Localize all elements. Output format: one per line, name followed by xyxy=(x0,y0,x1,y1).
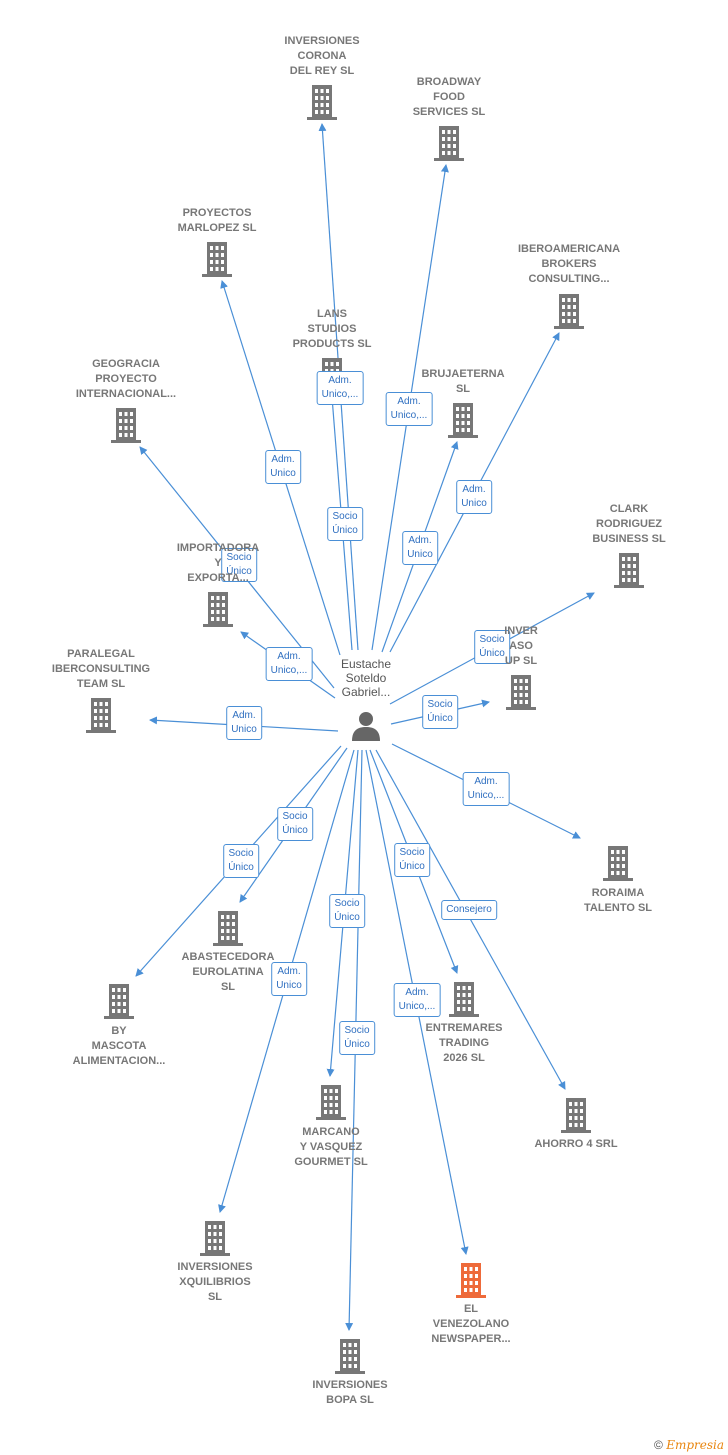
edge-role-label[interactable]: Adm. Unico xyxy=(226,706,262,740)
footer-credit: © Empresia xyxy=(654,1438,724,1452)
building-icon[interactable] xyxy=(434,126,464,161)
building-icon[interactable] xyxy=(200,1221,230,1256)
building-icon[interactable] xyxy=(86,698,116,733)
copyright-symbol: © xyxy=(654,1438,663,1452)
edge-role-label[interactable]: Socio Único xyxy=(327,507,363,541)
brand-logo: Empresia xyxy=(666,1438,724,1452)
company-name[interactable]: INVERSIONES BOPA SL xyxy=(312,1379,388,1406)
company-name[interactable]: RORAIMA TALENTO SL xyxy=(583,887,653,914)
edge-role-label[interactable]: Socio Único xyxy=(221,548,257,582)
building-icon[interactable] xyxy=(448,403,478,438)
building-icon[interactable] xyxy=(202,242,232,277)
person-icon[interactable] xyxy=(352,712,380,741)
company-name[interactable]: CLARK RODRIGUEZ BUSINESS SL xyxy=(592,503,666,545)
building-icon[interactable] xyxy=(111,408,141,443)
edge-role-label[interactable]: Adm. Unico xyxy=(456,480,492,514)
company-name[interactable]: IMPORTADORA Y EXPORTA... xyxy=(176,542,260,584)
company-name[interactable]: GEOGRACIA PROYECTO INTERNACIONAL... xyxy=(75,358,177,400)
company-name[interactable]: PROYECTOS MARLOPEZ SL xyxy=(177,207,257,234)
company-name[interactable]: AHORRO 4 SRL xyxy=(534,1138,618,1150)
edge-role-label[interactable]: Socio Único xyxy=(329,894,365,928)
edge-role-label[interactable]: Socio Único xyxy=(339,1021,375,1055)
building-icon[interactable] xyxy=(561,1098,591,1133)
company-name[interactable]: INVERSIONES CORONA DEL REY SL xyxy=(284,35,360,77)
edge-role-label[interactable]: Socio Único xyxy=(223,844,259,878)
edge-role-label[interactable]: Adm. Unico xyxy=(402,531,438,565)
edge-role-label[interactable]: Socio Único xyxy=(422,695,458,729)
company-name[interactable]: PARALEGAL IBERCONSULTING TEAM SL xyxy=(51,648,151,690)
person-name[interactable]: Eustache Soteldo Gabriel... xyxy=(340,657,392,699)
edge-role-label[interactable]: Socio Único xyxy=(474,630,510,664)
building-icon-highlighted[interactable] xyxy=(456,1263,486,1298)
building-icon[interactable] xyxy=(203,592,233,627)
company-name[interactable]: ENTREMARES TRADING 2026 SL xyxy=(425,1022,503,1064)
edge-role-label[interactable]: Adm. Unico,... xyxy=(316,371,364,405)
building-icon[interactable] xyxy=(335,1339,365,1374)
edge-role-label[interactable]: Adm. Unico xyxy=(265,450,301,484)
building-icon[interactable] xyxy=(307,85,337,120)
edge-role-label[interactable]: Adm. Unico,... xyxy=(393,983,441,1017)
company-name[interactable]: MARCANO Y VASQUEZ GOURMET SL xyxy=(294,1126,368,1168)
company-name[interactable]: EL VENEZOLANO NEWSPAPER... xyxy=(431,1303,511,1345)
building-icon[interactable] xyxy=(104,984,134,1019)
edge-role-label[interactable]: Socio Único xyxy=(277,807,313,841)
edge-role-label[interactable]: Adm. Unico xyxy=(271,962,307,996)
company-name[interactable]: ABASTECEDORA EUROLATINA SL xyxy=(181,951,275,993)
building-icon[interactable] xyxy=(316,1085,346,1120)
edge-role-label[interactable]: Adm. Unico,... xyxy=(462,772,510,806)
building-icon[interactable] xyxy=(614,553,644,588)
building-icon[interactable] xyxy=(603,846,633,881)
building-icon[interactable] xyxy=(554,294,584,329)
edge-role-label[interactable]: Adm. Unico,... xyxy=(265,647,313,681)
edge-role-label[interactable]: Socio Único xyxy=(394,843,430,877)
company-name[interactable]: INVER ASO UP SL xyxy=(504,625,538,667)
edge-role-label[interactable]: Adm. Unico,... xyxy=(385,392,433,426)
edge-role-label[interactable]: Consejero xyxy=(441,900,497,920)
company-name[interactable]: BRUJAETERNA SL xyxy=(421,368,505,395)
building-icon[interactable] xyxy=(506,675,536,710)
company-name[interactable]: LANS STUDIOS PRODUCTS SL xyxy=(292,308,372,350)
building-icon[interactable] xyxy=(213,911,243,946)
company-name[interactable]: BROADWAY FOOD SERVICES SL xyxy=(412,76,486,118)
company-name[interactable]: IBEROAMERICANA BROKERS CONSULTING... xyxy=(517,243,621,285)
company-name[interactable]: INVERSIONES XQUILIBRIOS SL xyxy=(177,1261,253,1303)
building-icon[interactable] xyxy=(449,982,479,1017)
company-name[interactable]: BY MASCOTA ALIMENTACION... xyxy=(72,1025,166,1067)
